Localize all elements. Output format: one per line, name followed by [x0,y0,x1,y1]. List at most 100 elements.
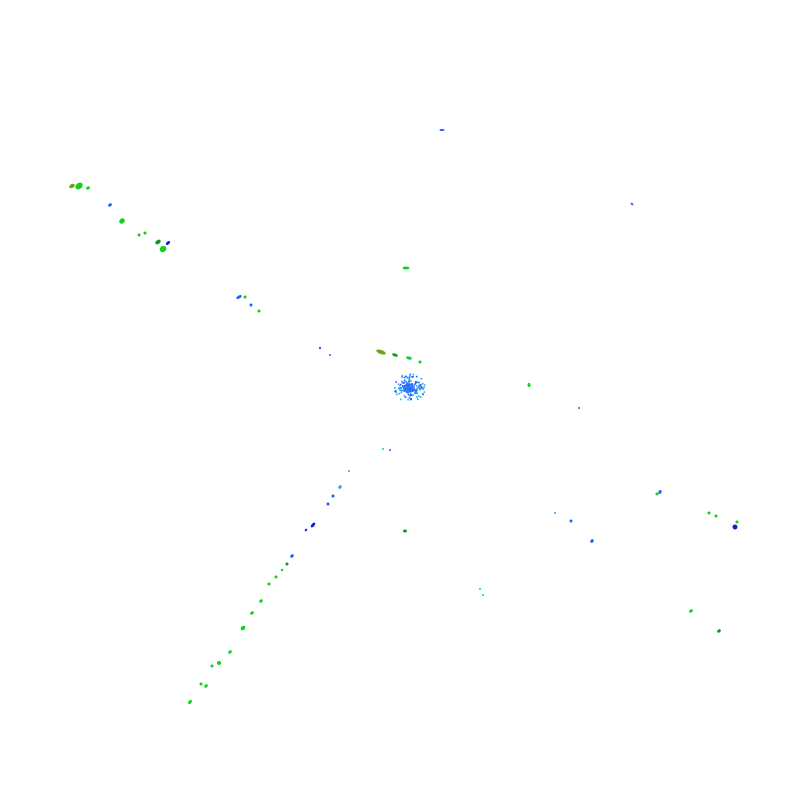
clutter-pixel-126 [399,389,401,391]
clutter-pixel-130 [395,390,397,392]
echo-cell-14 [439,129,445,131]
clutter-pixel-67 [402,385,404,388]
echo-cell-30 [326,502,330,506]
echo-cell-40 [240,625,246,631]
echo-cell-13 [257,309,261,313]
clutter-pixel-86 [413,389,416,392]
clutter-pixel-34 [414,383,416,386]
echo-cell-38 [259,599,263,603]
clutter-pixel-80 [417,395,420,397]
clutter-pixel-73 [396,393,398,396]
clutter-pixel-109 [420,387,422,389]
echo-cell-6 [143,231,147,235]
clutter-pixel-24 [407,398,409,401]
clutter-pixel-53 [417,381,420,384]
echo-cell-8 [159,245,167,253]
echo-cell-50 [714,514,718,518]
clutter-pixel-100 [414,382,417,385]
echo-cell-26 [389,449,391,451]
clutter-pixel-88 [407,393,410,396]
clutter-pixel-95 [408,377,411,380]
clutter-pixel-68 [418,384,421,387]
clutter-pixel-132 [411,376,413,378]
echo-cell-5 [137,233,141,237]
echo-cell-34 [285,562,289,566]
clutter-pixel-71 [418,381,420,384]
echo-cell-43 [210,664,214,668]
clutter-pixel-39 [415,375,418,378]
echo-cell-24 [578,407,580,409]
echo-cell-18 [392,353,398,357]
clutter-pixel-90 [412,376,414,378]
echo-cell-1 [75,182,83,190]
clutter-pixel-103 [401,380,403,383]
clutter-pixel-138 [422,388,424,390]
clutter-pixel-26 [408,376,411,379]
clutter-pixel-92 [420,384,422,387]
echo-cell-32 [304,528,308,532]
clutter-pixel-85 [421,382,424,385]
clutter-pixel-122 [415,390,418,393]
echo-cell-57 [479,588,481,590]
echo-cell-9 [165,241,171,245]
clutter-pixel-45 [416,392,418,394]
clutter-pixel-6 [400,383,402,386]
echo-cell-60 [717,629,721,633]
echo-cell-27 [348,470,350,472]
clutter-pixel-125 [403,390,405,392]
echo-cell-0 [69,183,75,189]
center-clutter [393,373,426,401]
echo-cell-25 [382,448,384,450]
clutter-pixel-9 [412,394,414,396]
clutter-pixel-52 [401,389,404,392]
echo-cell-42 [217,661,221,665]
echo-cell-12 [249,303,253,307]
echo-cell-4 [119,218,125,224]
echo-cell-19 [406,356,412,360]
clutter-pixel-0 [398,387,400,390]
clutter-pixel-70 [410,398,412,401]
clutter-pixel-42 [409,393,412,395]
clutter-pixel-113 [423,386,425,389]
clutter-pixel-55 [394,387,396,389]
clutter-pixel-114 [395,381,397,383]
echo-cell-56 [403,529,407,533]
clutter-pixel-99 [414,380,417,383]
echo-cell-28 [338,485,342,489]
echo-cell-48 [655,492,659,496]
echo-cell-47 [658,490,662,494]
clutter-pixel-22 [400,389,402,392]
echo-cell-58 [482,594,484,596]
clutter-pixel-107 [403,379,406,382]
clutter-pixel-14 [422,393,424,396]
clutter-pixel-57 [400,391,403,394]
clutter-pixel-7 [423,391,426,393]
clutter-pixel-54 [419,396,422,398]
clutter-pixel-93 [403,395,406,397]
echo-cell-41 [228,650,232,654]
clutter-pixel-96 [402,382,405,384]
echo-cell-10 [236,295,242,299]
echo-cell-52 [735,520,739,524]
clutter-pixel-97 [414,392,416,395]
clutter-pixel-102 [400,398,402,401]
clutter-pixel-116 [403,381,406,384]
clutter-pixel-77 [408,378,411,381]
clutter-pixel-35 [416,396,418,398]
clutter-pixel-61 [397,383,400,385]
clutter-pixel-30 [416,387,419,389]
clutter-pixel-20 [416,385,418,387]
clutter-pixel-10 [405,381,408,384]
echo-cell-23 [527,383,531,387]
clutter-pixel-139 [405,375,407,378]
clutter-pixel-124 [414,391,417,393]
clutter-pixel-117 [419,383,422,386]
echo-cell-35 [280,568,284,572]
echo-cell-51 [732,524,738,530]
clutter-pixel-115 [404,396,407,399]
clutter-pixel-56 [393,390,396,393]
echo-cell-11 [243,295,247,299]
echo-cell-21 [319,347,321,349]
echo-layer [69,129,739,705]
